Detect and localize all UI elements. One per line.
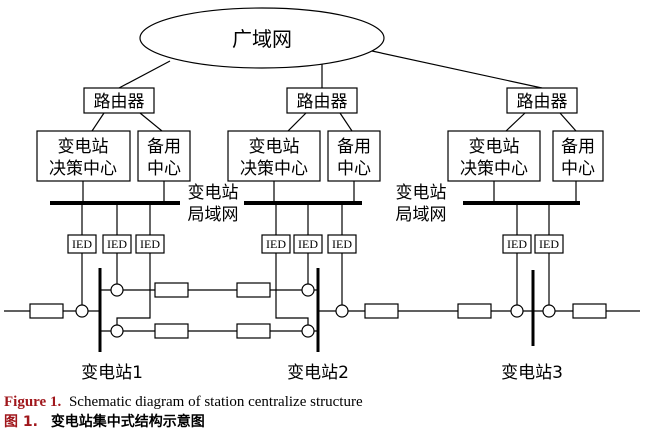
wan-ellipse [139, 7, 385, 69]
ied-label-3-2: IED [539, 237, 559, 251]
line-impedance [572, 303, 607, 319]
backup-center-1-line1: 备用 [147, 137, 181, 157]
line-impedance [154, 323, 189, 339]
ied-label-3-1: IED [507, 237, 527, 251]
substation-label-1: 变电站1 [81, 363, 143, 383]
decision-center-2-line1: 变电站 [249, 137, 300, 157]
caption-chinese-number: 图 1. [4, 414, 38, 430]
lan-label-1-line1: 变电站 [188, 183, 239, 203]
caption-chinese: 图 1. 变电站集中式结构示意图 [4, 413, 205, 430]
backup-center-box-1 [137, 130, 191, 182]
ied-ct-link [275, 253, 309, 325]
backup-center-box-3 [552, 130, 604, 182]
lan-label-2-line2: 局域网 [396, 205, 447, 225]
current-transformer [110, 283, 124, 297]
line-impedance [29, 303, 64, 319]
current-transformer [301, 283, 315, 297]
ied-label-1-1: IED [72, 237, 92, 251]
backup-center-2-line1: 备用 [337, 137, 371, 157]
substation-label-3: 变电站3 [501, 363, 563, 383]
decision-center-2-line2: 决策中心 [240, 159, 308, 179]
router-box-2 [286, 87, 358, 114]
router-box-3 [506, 87, 578, 114]
line-impedance [457, 303, 492, 319]
ied-label-2-3: IED [332, 237, 352, 251]
decision-center-3-line2: 决策中心 [460, 159, 528, 179]
line-impedance [364, 303, 399, 319]
current-transformer [110, 324, 124, 338]
lan-label-1-line2: 局域网 [188, 205, 239, 225]
decision-center-box-2 [227, 130, 321, 182]
line-impedance [236, 323, 271, 339]
router-1-decision-link [91, 112, 105, 132]
lan-label-2-line1: 变电站 [396, 183, 447, 203]
substation-label-2: 变电站2 [287, 363, 349, 383]
current-transformer [510, 304, 524, 318]
backup-center-1-line2: 中心 [147, 159, 181, 179]
ied-ct-link [116, 253, 151, 325]
ied-label-2-2: IED [298, 237, 318, 251]
backup-center-3-line2: 中心 [561, 159, 595, 179]
backup-center-3-line1: 备用 [561, 137, 595, 157]
backup-center-2-line2: 中心 [337, 159, 371, 179]
current-transformer [301, 324, 315, 338]
router-3-decision-link [505, 112, 526, 132]
router-3-backup-link [559, 112, 577, 132]
line-impedance [236, 282, 271, 298]
router-label-2: 路由器 [297, 92, 348, 112]
decision-center-1-line1: 变电站 [58, 137, 109, 157]
ied-label-2-1: IED [266, 237, 286, 251]
ied-label-1-3: IED [140, 237, 160, 251]
ied-label-1-2: IED [107, 237, 127, 251]
current-transformer [335, 304, 349, 318]
router-label-3: 路由器 [517, 92, 568, 112]
decision-center-box-3 [447, 130, 541, 182]
decision-center-1-line2: 决策中心 [49, 159, 117, 179]
wan-router-3-link [371, 50, 543, 89]
router-1-backup-link [139, 112, 163, 132]
decision-center-3-line1: 变电站 [469, 137, 520, 157]
router-label-1: 路由器 [94, 92, 145, 112]
router-2-decision-link [287, 112, 307, 132]
current-transformer [75, 304, 89, 318]
decision-center-box-1 [36, 130, 131, 182]
current-transformer [542, 304, 556, 318]
caption-english-title: Schematic diagram of station centralize … [69, 394, 363, 410]
caption-english: Figure 1. Schematic diagram of station c… [4, 394, 363, 410]
line-impedance [154, 282, 189, 298]
caption-english-number: Figure 1. [4, 394, 61, 410]
backup-center-box-2 [327, 130, 381, 182]
wan-label: 广域网 [232, 27, 292, 51]
caption-chinese-title: 变电站集中式结构示意图 [51, 413, 205, 430]
router-2-backup-link [339, 112, 353, 132]
router-box-1 [83, 87, 155, 114]
wan-router-1-link [118, 60, 171, 89]
